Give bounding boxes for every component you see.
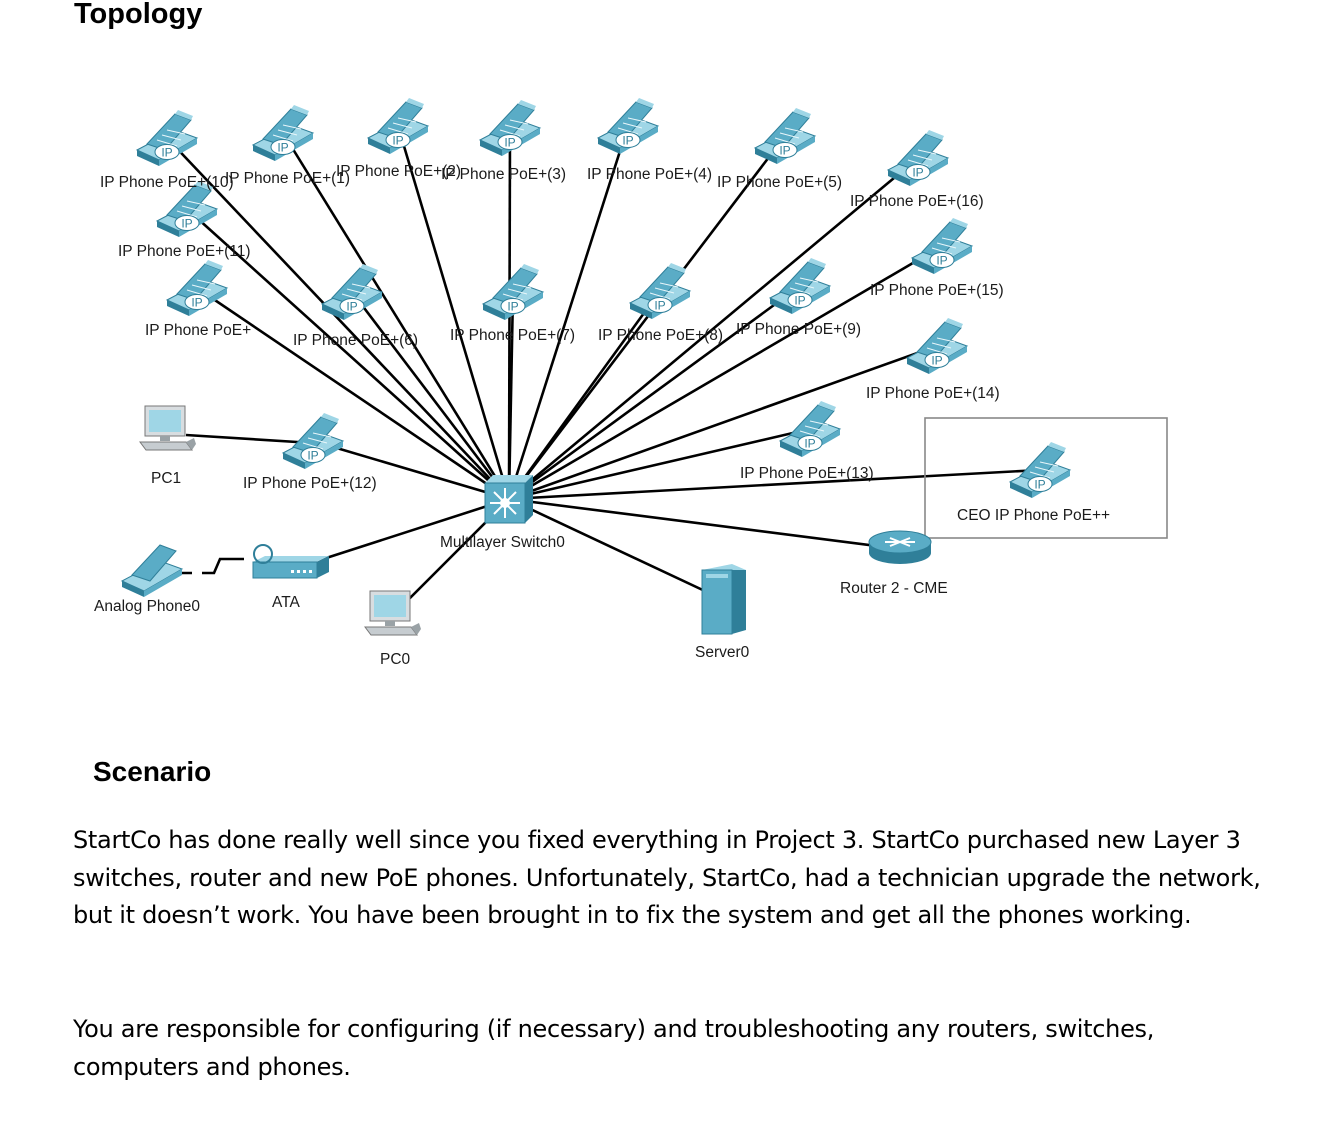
phone-label: IP Phone PoE+(15): [870, 282, 1004, 299]
ip-phone-icon[interactable]: IP: [596, 98, 660, 154]
ip-badge: IP: [307, 449, 318, 463]
link-p0-to-switch: [166, 137, 510, 500]
ip-badge: IP: [931, 354, 942, 368]
phone-label: IP Phone PoE+(10): [100, 174, 234, 191]
link-router-to-switch: [508, 497, 901, 551]
ip-badge: IP: [654, 299, 665, 313]
ip-phone-icon[interactable]: IP: [768, 258, 832, 314]
ip-badge: IP: [622, 134, 633, 148]
server-label: Server0: [695, 644, 750, 661]
link-p11-to-switch: [186, 208, 510, 500]
ip-phone-icon[interactable]: IP: [366, 98, 430, 154]
pc0-label: PC0: [380, 651, 411, 668]
ip-badge: IP: [161, 146, 172, 160]
ceo-phone-label: CEO IP Phone PoE++: [957, 507, 1110, 524]
ip-badge: IP: [936, 254, 947, 268]
router-icon[interactable]: [868, 530, 932, 564]
scenario-heading: Scenario: [93, 756, 212, 787]
phone-label: IP Phone PoE+(13): [740, 465, 874, 482]
ip-phone-icon[interactable]: IP: [753, 108, 817, 164]
ip-phone-icon[interactable]: IP: [155, 181, 219, 237]
pc1-label: PC1: [151, 470, 181, 487]
switch-label: Multilayer Switch0: [440, 534, 565, 551]
scenario-paragraph-2: You are responsible for configuring (if …: [73, 1015, 1155, 1081]
ip-phone-icon[interactable]: IP: [135, 110, 199, 166]
phone-label: IP Phone PoE+(8): [598, 327, 723, 344]
link-p12-to-switch: [312, 439, 510, 501]
server-icon[interactable]: [701, 564, 746, 635]
phone-label: IP Phone PoE+(14): [866, 385, 1000, 402]
ip-badge: IP: [504, 136, 515, 150]
ip-phone-icon[interactable]: IP: [910, 218, 974, 274]
link-pE-to-switch: [196, 286, 510, 501]
analog-phone-icon[interactable]: [120, 544, 184, 597]
ip-phone-icon[interactable]: IP: [281, 413, 345, 469]
link-ceo-to-switch: [508, 468, 1041, 501]
ip-badge: IP: [912, 166, 923, 180]
phone-label: IP Phone PoE+(2): [336, 163, 461, 180]
ip-badge: IP: [392, 134, 403, 148]
link-p6-to-switch: [350, 291, 511, 500]
ip-badge: IP: [507, 300, 518, 314]
link-p5-to-switch: [507, 135, 787, 500]
phone-label: IP Phone PoE+(12): [243, 475, 377, 492]
ip-badge: IP: [346, 300, 357, 314]
ip-badge: IP: [181, 217, 192, 231]
pc1-pc-icon[interactable]: [139, 405, 196, 451]
ip-badge: IP: [1034, 478, 1045, 492]
ip-badge: IP: [794, 294, 805, 308]
serial-link-analog-to-ata: [177, 557, 244, 575]
scenario-paragraph-1: StartCo has done really well since you f…: [73, 826, 1261, 929]
ata-icon[interactable]: [252, 544, 329, 579]
link-p16-to-switch: [508, 157, 919, 500]
link-p2-to-switch: [396, 125, 511, 500]
link-pc1-to-p12: [185, 433, 314, 445]
ip-phone-icon[interactable]: IP: [778, 401, 842, 457]
phone-label: IP Phone PoE+(3): [441, 166, 566, 183]
phone-label: IP Phone PoE+(5): [717, 174, 842, 191]
topology-heading: Topology: [74, 0, 203, 30]
network-topology-diagram: IP IP IP IP IP IP IP IP IP IP IP IP IP IP IP IP IP IP IP …: [94, 98, 1168, 668]
phone-label: IP Phone PoE+(1): [225, 170, 350, 187]
ip-badge: IP: [191, 296, 202, 310]
ip-phone-icon[interactable]: IP: [481, 264, 545, 320]
link-p14-to-switch: [508, 344, 938, 501]
ip-phone-icon[interactable]: IP: [320, 264, 384, 320]
ip-phone-icon[interactable]: IP: [478, 100, 542, 156]
phone-label: IP Phone PoE+(4): [587, 166, 712, 183]
ceo-highlight-box: [924, 417, 1168, 539]
phone-label: IP Phone PoE+(9): [736, 321, 861, 338]
ip-phone-icon[interactable]: IP: [165, 260, 229, 316]
phone-label: IP Phone PoE+(16): [850, 193, 984, 210]
ip-phone-icon[interactable]: IP: [886, 130, 950, 186]
phone-label: IP Phone PoE+(11): [118, 243, 251, 260]
link-p4-to-switch: [507, 125, 630, 500]
pc0-pc-icon[interactable]: [364, 590, 421, 636]
link-p7-to-switch: [507, 291, 515, 500]
link-p9-to-switch: [508, 284, 801, 501]
link-p1-to-switch: [281, 132, 511, 500]
ip-badge: IP: [804, 437, 815, 451]
router-label: Router 2 - CME: [840, 580, 948, 597]
ata-label: ATA: [272, 594, 301, 611]
link-p8-to-switch: [507, 290, 662, 500]
ip-phone-icon[interactable]: IP: [905, 318, 969, 374]
phone-label: IP Phone PoE+(6): [293, 332, 418, 349]
ip-badge: IP: [779, 144, 790, 158]
ip-phone-icon[interactable]: IP: [251, 105, 315, 161]
link-p15-to-switch: [508, 244, 943, 501]
multilayer-switch-icon[interactable]: [484, 475, 533, 524]
ip-phone-icon[interactable]: IP: [628, 263, 692, 319]
analog-label: Analog Phone0: [94, 598, 200, 615]
link-p13-to-switch: [508, 427, 811, 501]
ip-badge: IP: [277, 141, 288, 155]
phone-label: IP Phone PoE+: [145, 322, 251, 339]
link-server-to-switch: [508, 497, 725, 602]
phone-label: IP Phone PoE+(7): [450, 327, 575, 344]
ceo-ip-phone-icon[interactable]: IP: [1008, 442, 1072, 498]
